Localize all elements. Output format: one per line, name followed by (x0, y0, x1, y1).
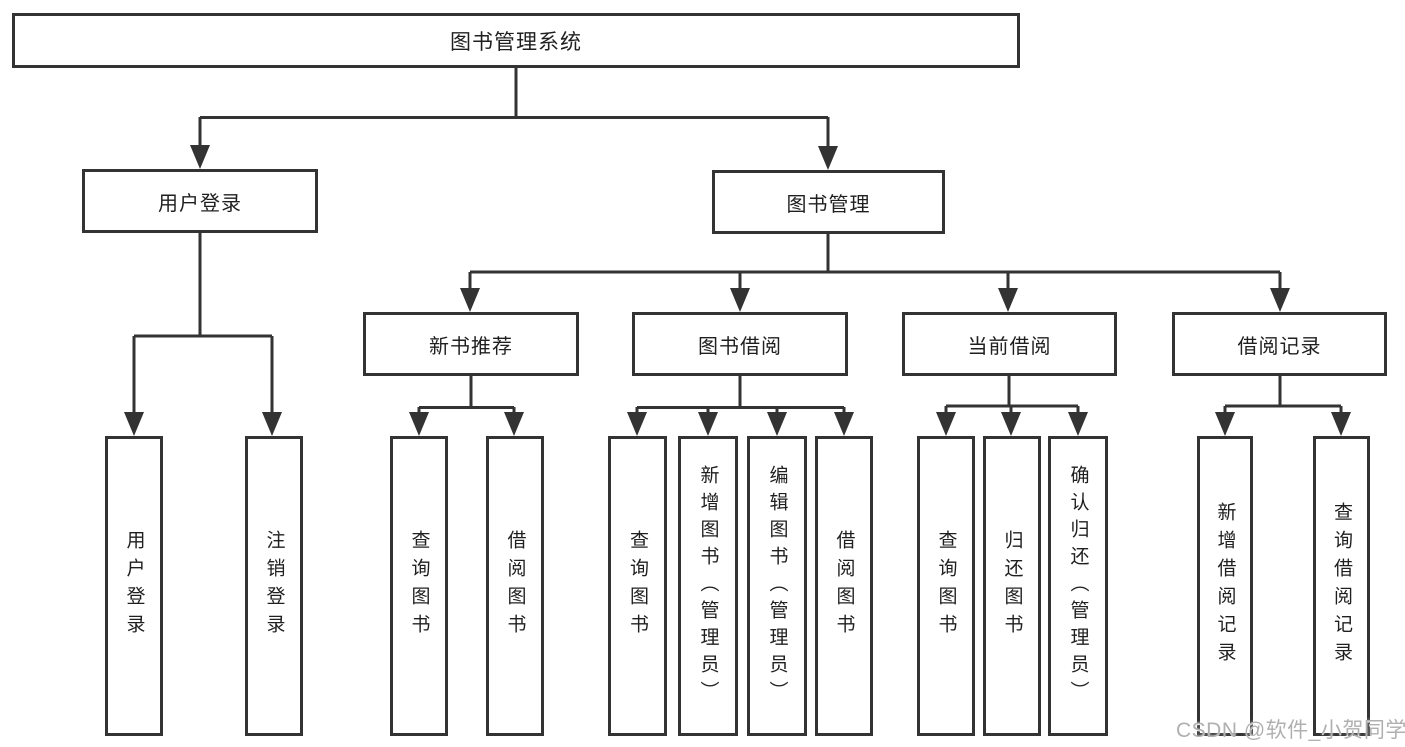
leaf-confirm-return-admin: 确认归还（管理员） (1048, 436, 1108, 736)
node-label: 图书借阅 (698, 335, 782, 358)
node-book-borrowing: 图书借阅 (632, 312, 848, 376)
leaf-borrow-books: 借阅图书 (815, 436, 873, 736)
leaf-label: 注销登录 (263, 530, 285, 642)
leaf-label: 查询图书 (408, 530, 430, 642)
node-label: 用户登录 (158, 192, 242, 215)
node-library-management-system: 图书管理系统 (12, 13, 1020, 68)
leaf-query-books-borrow: 查询图书 (608, 436, 667, 736)
leaf-query-borrow-record: 查询借阅记录 (1313, 436, 1370, 736)
node-label: 借阅记录 (1237, 335, 1322, 358)
leaf-label: 用户登录 (123, 530, 145, 642)
leaf-label: 编辑图书（管理员） (766, 464, 788, 708)
node-label: 图书管理系统 (450, 30, 582, 54)
leaf-query-books-current: 查询图书 (917, 436, 975, 736)
node-label: 图书管理 (786, 193, 871, 216)
node-label: 新书推荐 (429, 335, 513, 358)
leaf-label: 新增借阅记录 (1214, 502, 1236, 670)
leaf-label: 查询图书 (627, 530, 648, 642)
leaf-label: 借阅图书 (504, 530, 526, 642)
leaf-label: 查询借阅记录 (1331, 502, 1352, 670)
node-borrowing-records: 借阅记录 (1172, 312, 1387, 376)
node-user-login-branch: 用户登录 (82, 169, 318, 233)
leaf-query-books-recommend: 查询图书 (390, 436, 448, 736)
leaf-label: 新增图书（管理员） (697, 464, 719, 708)
leaf-label: 借阅图书 (833, 530, 855, 642)
leaf-user-login: 用户登录 (105, 436, 163, 736)
leaf-return-books: 归还图书 (983, 436, 1041, 736)
node-new-book-recommendation: 新书推荐 (363, 312, 579, 376)
leaf-edit-books-admin: 编辑图书（管理员） (747, 436, 807, 736)
leaf-add-books-admin: 新增图书（管理员） (678, 436, 738, 736)
node-book-management-branch: 图书管理 (712, 170, 945, 234)
leaf-borrow-books-recommend: 借阅图书 (486, 436, 544, 736)
leaf-add-borrow-record: 新增借阅记录 (1197, 436, 1253, 736)
node-label: 当前借阅 (967, 335, 1052, 358)
leaf-logout: 注销登录 (245, 436, 303, 736)
leaf-label: 归还图书 (1001, 530, 1023, 642)
node-current-borrowing: 当前借阅 (902, 312, 1117, 376)
csdn-watermark: CSDN @软件_小贺同学 (1176, 719, 1405, 742)
leaf-label: 确认归还（管理员） (1067, 464, 1089, 708)
leaf-label: 查询图书 (935, 530, 957, 642)
